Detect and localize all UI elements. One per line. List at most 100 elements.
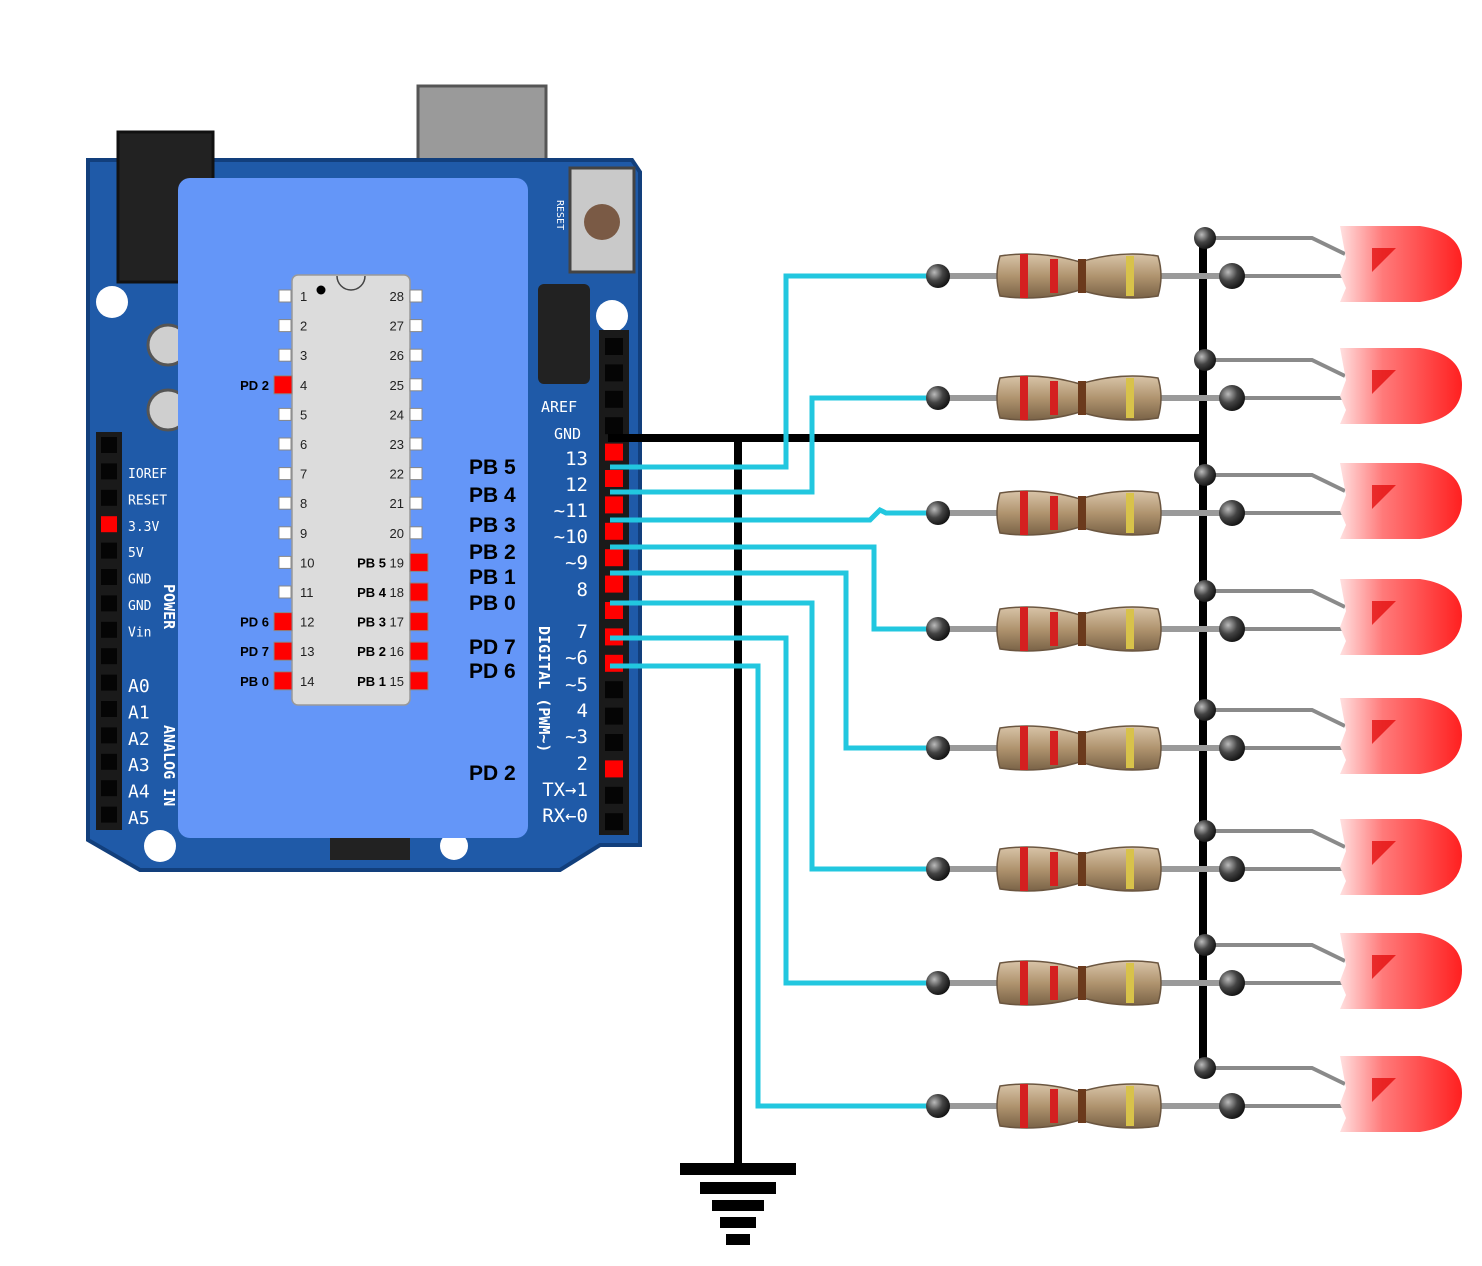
resistor-band xyxy=(1050,852,1058,886)
power-pin-label: 3.3V xyxy=(128,520,159,535)
analog-pin-label: A4 xyxy=(128,782,150,803)
chip-pin xyxy=(273,612,293,632)
resistor-band xyxy=(1078,966,1086,1000)
digital-pin-label: ~9 xyxy=(565,552,588,574)
led-die xyxy=(1372,1078,1396,1102)
digital-pin-label: 7 xyxy=(577,621,588,643)
wire-node xyxy=(1219,735,1245,761)
ground-symbol xyxy=(680,1163,796,1245)
resistor-band xyxy=(1126,609,1134,649)
chip-pin-number: 5 xyxy=(300,407,307,422)
header-port-label: PD 7 xyxy=(469,636,516,659)
chip-port-label: PD 2 xyxy=(240,378,269,393)
wire-node xyxy=(1194,934,1216,956)
chip-pin-number: 3 xyxy=(300,348,307,363)
chip-pin-number: 21 xyxy=(390,496,404,511)
resistor-band xyxy=(1020,847,1028,891)
signal-wire xyxy=(610,663,938,1109)
chip-port-label: PB 5 xyxy=(357,555,386,570)
header-port-label: PB 4 xyxy=(469,484,516,507)
header-port-label: PB 1 xyxy=(469,566,516,589)
analog-pin-label: A5 xyxy=(128,808,150,829)
resistor-band xyxy=(1126,728,1134,768)
chip-pin-number: 15 xyxy=(390,674,404,689)
reset-label: RESET xyxy=(554,200,565,230)
chip-pin-number: 28 xyxy=(390,289,404,304)
led xyxy=(1340,579,1462,655)
wire-node xyxy=(926,386,950,410)
resistor-band xyxy=(1078,259,1086,293)
analog-title: ANALOG IN xyxy=(160,725,178,806)
analog-pin-label: A2 xyxy=(128,729,150,750)
chip-pin xyxy=(409,526,423,540)
chip-pin xyxy=(273,671,293,691)
header-socket xyxy=(101,701,117,717)
signal-wire xyxy=(610,506,938,523)
resistor-band xyxy=(1020,254,1028,298)
wire-node xyxy=(1219,970,1245,996)
resistor-band xyxy=(1050,966,1058,1000)
led xyxy=(1340,463,1462,539)
signal-wire xyxy=(610,635,938,986)
led-lead xyxy=(1205,1066,1346,1086)
wire-node xyxy=(1219,616,1245,642)
resistor-band xyxy=(1050,496,1058,530)
led-channel xyxy=(926,698,1462,774)
chip-pin xyxy=(278,555,292,569)
header-socket xyxy=(605,786,623,804)
chip-pin xyxy=(278,407,292,421)
led-channel xyxy=(926,933,1462,1009)
resistor-band xyxy=(1020,607,1028,651)
header-socket xyxy=(605,654,623,672)
chip-pin-number: 17 xyxy=(390,615,404,630)
chip-pin xyxy=(273,641,293,661)
chip-pin xyxy=(409,612,429,632)
digital-pin-label: 8 xyxy=(577,579,588,601)
led xyxy=(1340,933,1462,1009)
chip-pin xyxy=(273,375,293,395)
header-socket xyxy=(101,780,117,797)
resistor-band xyxy=(1050,731,1058,765)
wire-node xyxy=(926,857,950,881)
aref-label: AREF xyxy=(541,398,577,416)
signal-wire xyxy=(610,544,938,632)
chip-pin xyxy=(278,526,292,540)
led-channel xyxy=(926,819,1462,895)
chip-pin xyxy=(278,437,292,451)
led xyxy=(1340,698,1462,774)
digital-title: DIGITAL (PWM~) xyxy=(535,626,553,752)
wire-node xyxy=(1194,349,1216,371)
resistor-band xyxy=(1078,496,1086,530)
resistor-band xyxy=(1050,381,1058,415)
header-block xyxy=(538,284,590,384)
header-socket xyxy=(101,674,117,691)
led-die xyxy=(1372,485,1396,509)
resistor-band xyxy=(1078,731,1086,765)
header-socket xyxy=(605,390,623,408)
chip-pin xyxy=(409,671,429,691)
chip-port-label: PD 7 xyxy=(240,644,269,659)
chip-pin-number: 9 xyxy=(300,526,307,541)
chip-pin xyxy=(409,582,429,602)
resistor-band xyxy=(1126,963,1134,1003)
ground-bus xyxy=(608,236,1207,1168)
wire-node xyxy=(926,736,950,760)
chip-pin xyxy=(409,552,429,572)
power-pin-label: 5V xyxy=(128,546,144,561)
wire-node xyxy=(1194,464,1216,486)
power-pin-label: Vin xyxy=(128,625,151,640)
analog-pin-label: A1 xyxy=(128,702,150,723)
wire-node xyxy=(926,264,950,288)
gnd-label: GND xyxy=(554,425,581,443)
header-port-label: PD 6 xyxy=(469,660,516,683)
led-die xyxy=(1372,601,1396,625)
led-lead xyxy=(1205,708,1346,728)
chip-notch xyxy=(336,275,366,291)
header-socket xyxy=(101,753,117,770)
header-socket xyxy=(101,727,117,744)
led xyxy=(1340,819,1462,895)
chip-pin-number: 27 xyxy=(390,319,404,334)
reset-button-cap xyxy=(584,204,620,240)
mounting-hole xyxy=(96,286,128,318)
